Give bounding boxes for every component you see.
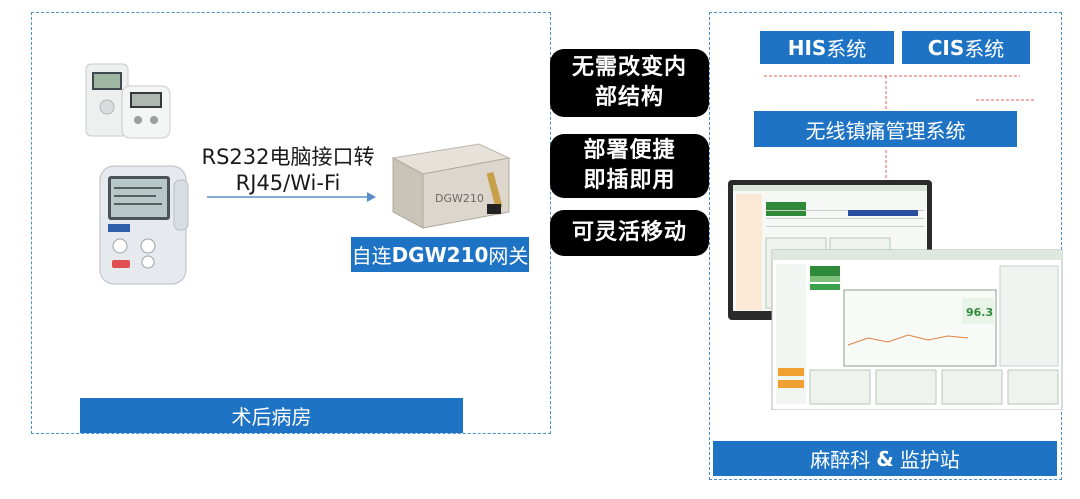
- feature-2-line2: 即插即用: [583, 168, 676, 193]
- management-system-box: 无线镇痛管理系统: [754, 111, 1017, 147]
- gateway-device-label: DGW210: [435, 192, 484, 205]
- station-panel: [709, 12, 1062, 480]
- feature-3-line1: 可灵活移动: [571, 220, 687, 245]
- gateway-device: DGW210: [383, 132, 523, 232]
- cis-label: CIS: [927, 35, 965, 60]
- gateway-caption-suffix: 网关: [488, 244, 529, 268]
- station-label-prefix: 麻醉科: [810, 448, 871, 472]
- monitoring-software-screens: 96.3: [728, 180, 1064, 410]
- conversion-label: RS232电脑接口转 RJ45/Wi-Fi: [188, 144, 388, 196]
- feature-1-line1: 无需改变内: [571, 55, 687, 80]
- infusion-pump-device: [96, 160, 192, 288]
- wall-controller-devices: [82, 62, 174, 142]
- station-label-suffix: 监护站: [899, 448, 960, 472]
- station-label-amp: &: [876, 446, 894, 471]
- conversion-arrow: [205, 191, 377, 203]
- gateway-caption-model: DGW210: [391, 242, 489, 267]
- feature-1-line2: 部结构: [594, 85, 664, 110]
- his-suffix: 系统: [826, 37, 867, 61]
- feature-pill-plug-and-play: 部署便捷 即插即用: [550, 134, 709, 198]
- gateway-caption-prefix: 自连: [351, 244, 392, 268]
- his-label: HIS: [787, 35, 827, 60]
- screen-readout: 96.3: [966, 306, 993, 319]
- feature-pill-mobile: 可灵活移动: [550, 210, 709, 256]
- connector-lines: [750, 66, 1050, 186]
- station-label: 麻醉科 & 监护站: [713, 441, 1057, 476]
- conversion-label-line2: RJ45/Wi-Fi: [235, 171, 341, 195]
- feature-pill-no-change: 无需改变内 部结构: [550, 49, 709, 117]
- feature-2-line1: 部署便捷: [583, 138, 676, 163]
- cis-suffix: 系统: [964, 37, 1005, 61]
- ward-label: 术后病房: [80, 398, 463, 433]
- conversion-label-line1: RS232电脑接口转: [201, 145, 375, 169]
